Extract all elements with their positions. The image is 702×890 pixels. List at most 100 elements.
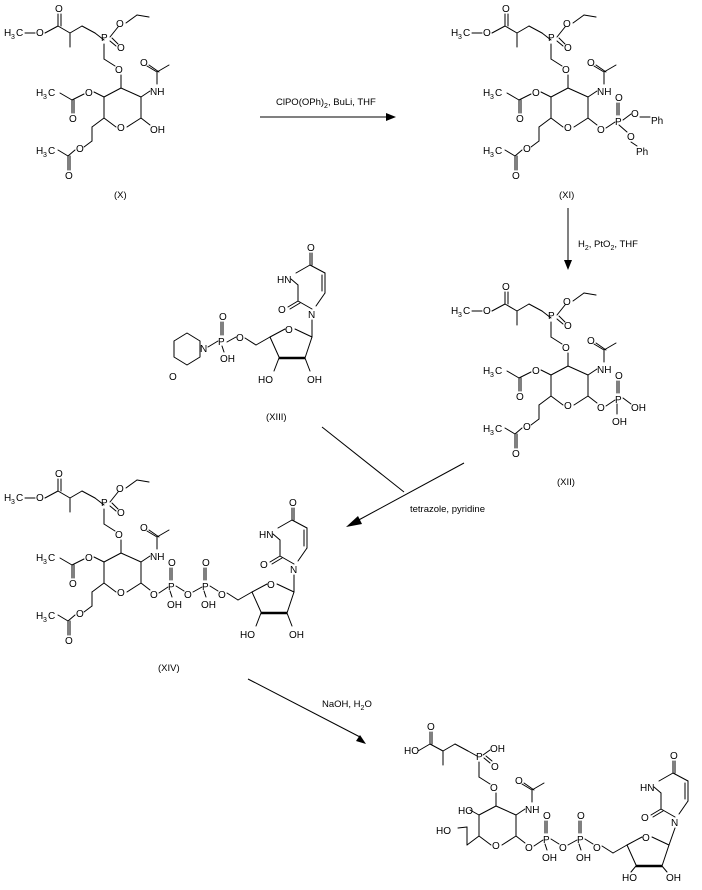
svg-text:OH: OH [631, 403, 646, 414]
svg-text:C: C [495, 366, 502, 377]
svg-text:HO: HO [258, 375, 273, 386]
svg-text:O: O [427, 722, 435, 733]
svg-text:O: O [285, 325, 293, 336]
svg-text:O: O [117, 508, 125, 519]
svg-text:O: O [490, 783, 498, 794]
svg-text:P: P [615, 117, 622, 128]
svg-text:O: O [641, 813, 649, 824]
svg-text:O: O [55, 4, 63, 15]
svg-text:O: O [76, 144, 84, 155]
svg-text:C: C [495, 424, 502, 435]
svg-text:Ph: Ph [651, 116, 663, 127]
svg-text:O: O [525, 843, 533, 854]
svg-text:OH: OH [576, 853, 591, 864]
svg-text:3: 3 [43, 559, 47, 566]
label-xiii: (XIII) [266, 412, 287, 423]
svg-text:O: O [562, 65, 570, 76]
svg-text:O: O [289, 498, 297, 509]
svg-text:O: O [218, 590, 226, 601]
svg-text:OH: OH [307, 375, 322, 386]
arrow-2: H2, PtO2, THF [564, 208, 638, 270]
svg-text:C: C [48, 553, 55, 564]
svg-text:HN: HN [277, 275, 291, 286]
svg-text:O: O [515, 776, 523, 787]
label-x: (X) [114, 190, 127, 201]
svg-text:O: O [491, 762, 499, 773]
svg-text:O: O [150, 590, 158, 601]
svg-text:P: P [202, 582, 209, 593]
svg-text:H: H [36, 88, 43, 99]
svg-text:O: O [117, 43, 125, 54]
svg-text:O: O [117, 588, 125, 599]
svg-text:O: O [562, 343, 570, 354]
svg-text:HO: HO [436, 826, 451, 837]
svg-text:O: O [559, 843, 567, 854]
svg-text:O: O [55, 469, 63, 480]
svg-text:O: O [564, 321, 572, 332]
svg-text:H: H [36, 553, 43, 564]
svg-text:O: O [593, 843, 601, 854]
arrow-4: NaOH, H2O [247, 678, 372, 744]
reagent-2: H2, PtO2, THF [578, 239, 638, 252]
svg-text:C: C [48, 88, 55, 99]
svg-text:C: C [463, 306, 470, 317]
svg-text:O: O [85, 88, 93, 99]
svg-text:O: O [115, 65, 123, 76]
svg-text:P: P [168, 582, 175, 593]
svg-text:O: O [502, 4, 510, 15]
reagent-4: NaOH, H2O [322, 699, 372, 712]
svg-text:OH: OH [612, 417, 627, 428]
svg-text:O: O [69, 114, 77, 125]
svg-text:OH: OH [666, 873, 681, 884]
svg-text:O: O [140, 523, 148, 534]
svg-text:3: 3 [11, 499, 15, 506]
svg-text:O: O [219, 312, 227, 323]
svg-text:O: O [278, 305, 286, 316]
label-xii: (XII) [557, 477, 575, 488]
svg-text:O: O [202, 558, 210, 569]
svg-text:O: O [512, 171, 520, 182]
svg-text:C: C [48, 611, 55, 622]
svg-text:OH: OH [220, 354, 235, 365]
svg-text:OH: OH [150, 125, 165, 136]
svg-text:Ph: Ph [636, 147, 648, 158]
svg-text:OH: OH [289, 630, 304, 641]
svg-text:O: O [563, 297, 571, 308]
svg-text:HO: HO [458, 806, 473, 817]
compound-xiii: O N P O OH O O HO OH N O HN [169, 243, 326, 423]
svg-text:O: O [65, 171, 73, 182]
svg-text:P: P [476, 752, 483, 763]
svg-text:O: O [516, 392, 524, 403]
svg-text:O: O [502, 282, 510, 293]
svg-text:O: O [597, 403, 605, 414]
reagent-3: tetrazole, pyridine [410, 504, 485, 515]
svg-text:O: O [631, 109, 639, 120]
svg-text:O: O [564, 401, 572, 412]
svg-text:O: O [532, 366, 540, 377]
svg-text:C: C [495, 88, 502, 99]
svg-text:O: O [267, 580, 275, 591]
svg-text:P: P [218, 337, 225, 348]
svg-text:O: O [115, 530, 123, 541]
svg-text:O: O [587, 58, 595, 69]
svg-text:O: O [36, 493, 44, 504]
compound-final-product: HO O P OH O O O NH O HO [404, 722, 689, 884]
svg-text:O: O [532, 88, 540, 99]
svg-text:NH: NH [597, 365, 611, 376]
svg-text:HN: HN [640, 783, 654, 794]
svg-text:P: P [543, 835, 550, 846]
svg-text:O: O [516, 114, 524, 125]
svg-text:O: O [116, 19, 124, 30]
svg-text:H: H [483, 88, 490, 99]
svg-text:P: P [577, 835, 584, 846]
svg-text:C: C [16, 493, 23, 504]
svg-text:O: O [184, 590, 192, 601]
svg-text:OH: OH [201, 600, 216, 611]
arrow-1: ClPO(OPh)2, BuLi, THF [260, 97, 396, 121]
svg-text:3: 3 [43, 152, 47, 159]
svg-text:N: N [200, 344, 207, 355]
